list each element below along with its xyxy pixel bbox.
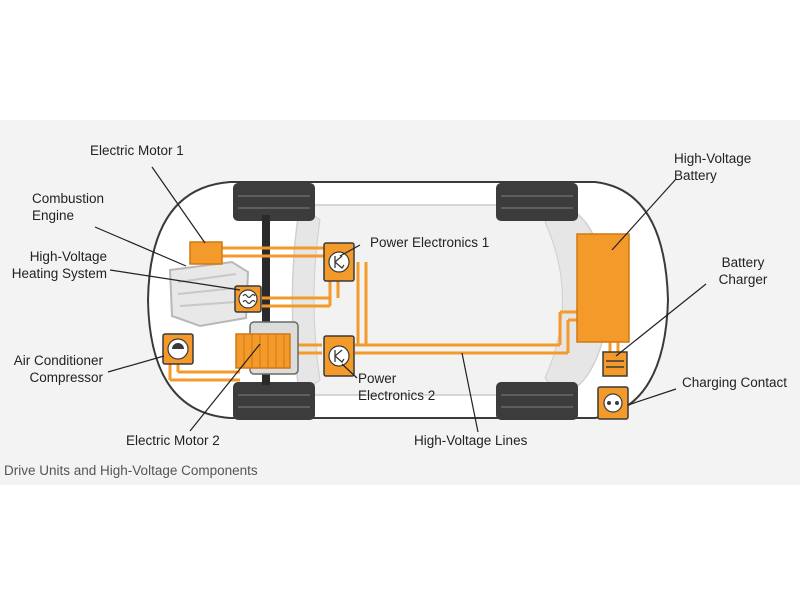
leader-lines — [94, 166, 707, 433]
hv-battery — [576, 233, 630, 343]
label-electric-motor-2: Electric Motor 2 — [126, 433, 220, 448]
label-battery-charger: Battery Charger — [718, 255, 768, 287]
label-hv-heating-system: High-Voltage Heating System — [11, 249, 107, 281]
electric-motor-1 — [189, 241, 223, 265]
battery-charger — [602, 351, 628, 377]
label-charging-contact: Charging Contact — [682, 375, 788, 390]
label-electric-motor-1: Electric Motor 1 — [90, 143, 184, 158]
label-power-electronics-2: Power Electronics 2 — [358, 371, 436, 403]
tire-rear-left — [496, 183, 578, 221]
high-voltage-lines — [168, 246, 620, 382]
label-hv-battery: High-Voltage Battery — [674, 151, 752, 183]
tire-front-right — [233, 382, 315, 420]
tire-front-left — [233, 183, 315, 221]
label-high-voltage-lines: High-Voltage Lines — [414, 433, 528, 448]
front-axle — [262, 215, 270, 385]
figure-caption: Drive Units and High-Voltage Components — [4, 463, 258, 478]
label-ac-compressor: Air Conditioner Compressor — [13, 353, 103, 385]
label-combustion-engine: Combustion Engine — [32, 191, 105, 223]
combustion-engine — [168, 260, 250, 328]
label-power-electronics-1: Power Electronics 1 — [370, 235, 490, 250]
tire-rear-right — [496, 382, 578, 420]
